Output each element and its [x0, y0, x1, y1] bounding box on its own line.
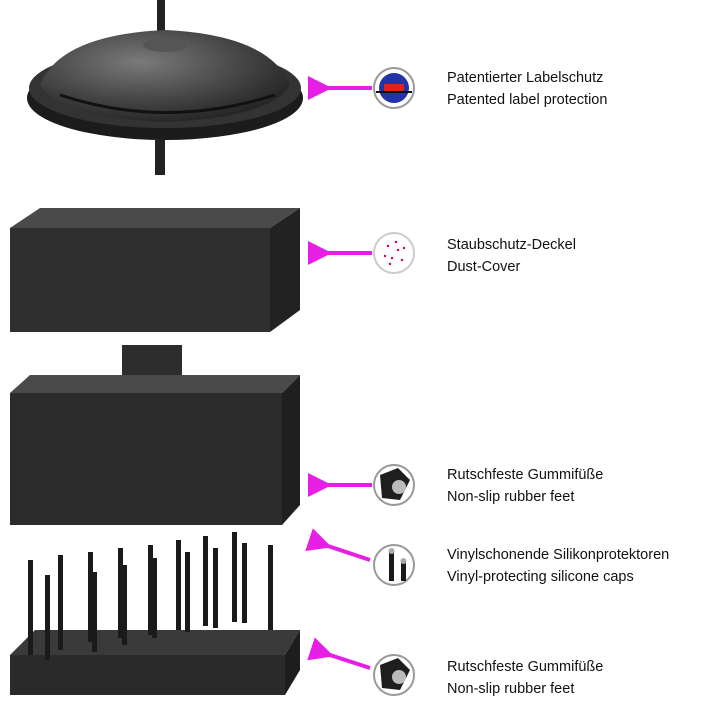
- feature-rubber-feet-rack: Rutschfeste Gummifüße Non-slip rubber fe…: [447, 656, 603, 700]
- feature-label-en: Dust-Cover: [447, 259, 521, 275]
- callout-arrows: [305, 76, 372, 670]
- feature-label-en: Vinyl-protecting silicone caps: [447, 569, 634, 585]
- feature-silicone-caps: Vinylschonende Silikonprotektoren Vinyl-…: [447, 544, 669, 588]
- feature-label-de: Patentierter Labelschutz: [447, 70, 604, 86]
- silicone-cap-icon: [373, 544, 415, 586]
- feature-rubber-feet: Rutschfeste Gummifüße Non-slip rubber fe…: [447, 464, 603, 508]
- feature-label-de: Rutschfeste Gummifüße: [447, 659, 604, 675]
- arrow-4: [305, 528, 371, 562]
- feature-label-protection: Patentierter Labelschutz Patented label …: [447, 67, 607, 111]
- record-stand-base: [10, 345, 300, 525]
- peg-rack: [10, 532, 300, 695]
- rubber-foot-icon: [373, 654, 415, 696]
- feature-dust-cover: Staubschutz-Deckel Dust-Cover: [447, 234, 576, 278]
- feature-label-de: Vinylschonende Silikonprotektoren: [447, 547, 670, 563]
- arrow-5: [307, 637, 371, 670]
- label-protection-icon: [373, 67, 415, 109]
- feature-label-de: Rutschfeste Gummifüße: [447, 467, 604, 483]
- label-protector-disc: [27, 0, 303, 175]
- feature-label-en: Non-slip rubber feet: [447, 489, 575, 505]
- rubber-foot-icon: [373, 464, 415, 506]
- feature-label-en: Patented label protection: [447, 92, 608, 108]
- dust-icon: [373, 232, 415, 274]
- feature-label-en: Non-slip rubber feet: [447, 681, 575, 697]
- dust-cover: [10, 208, 300, 332]
- feature-label-de: Staubschutz-Deckel: [447, 237, 576, 253]
